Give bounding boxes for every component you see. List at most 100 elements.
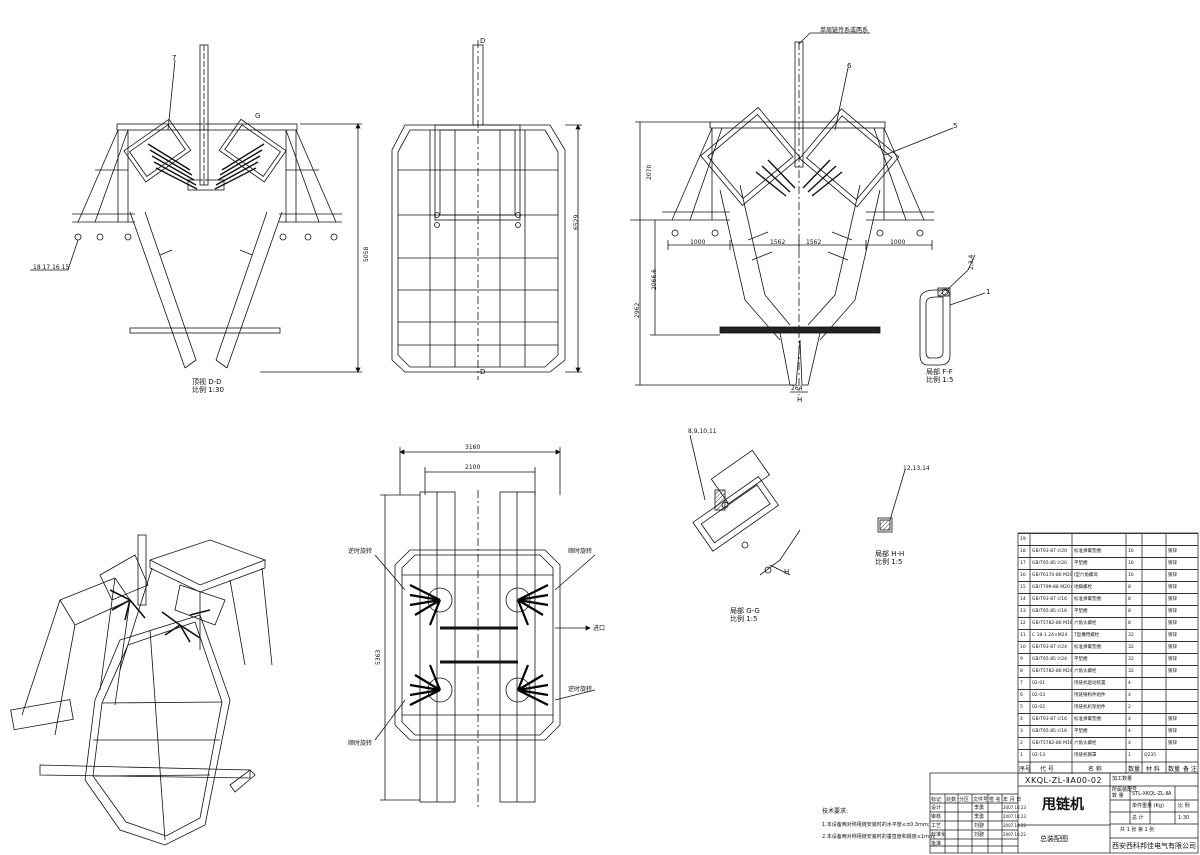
parts-cell-qty: 32 — [1128, 669, 1134, 674]
detail-h-scale: 比例 1:5 — [875, 558, 903, 566]
total-label: 总 计 — [1132, 815, 1144, 821]
parts-cell-note: 镀锌 — [1168, 657, 1177, 662]
parts-cell-qty: 32 — [1128, 645, 1134, 650]
weight-label: 加工数量 — [1112, 776, 1133, 782]
right-dim-total: 2962 — [634, 302, 641, 318]
parts-cell-code: GB/T93-87 ∅16 — [1032, 597, 1067, 602]
parts-cell-note: 镀锌 — [1168, 573, 1177, 578]
parts-cell-code: GB/T5782-86 M24×110 — [1032, 669, 1072, 674]
parts-cell-note: 镀锌 — [1168, 729, 1177, 734]
right-view — [630, 32, 954, 395]
tb-date-cell: 2007.10.22 — [1003, 832, 1026, 837]
parts-cell-qty: 16 — [1128, 573, 1134, 578]
right-dim-upper: 2070 — [646, 164, 653, 180]
parts-cell-note: 镀锌 — [1168, 597, 1177, 602]
tb-role-cell: 审核 — [931, 814, 942, 820]
front-dim-height: 5058 — [363, 246, 370, 262]
parts-cell-name: 甩链机机架组件 — [1074, 705, 1106, 710]
detail-h-label: 局部 H-H — [875, 550, 905, 558]
front-view-scale: 比例 1:30 — [192, 386, 224, 394]
parts-cell-name: 标准弹簧垫圈 — [1074, 549, 1101, 554]
parts-cell-note: 镀锌 — [1168, 621, 1177, 626]
parts-cell-no: 17 — [1020, 561, 1026, 566]
parts-cell-note: 镀锌 — [1168, 561, 1177, 566]
tb-date-cell: 2007.10.23 — [1003, 814, 1026, 819]
tb-role-cell: 批准 — [931, 841, 942, 847]
parts-cell-note: 镀锌 — [1168, 741, 1177, 746]
parts-cell-no: 3 — [1020, 729, 1023, 734]
notes-item-1: 1.本设备两对称甩链安装时的水平度≤±0.3mm; — [822, 822, 930, 828]
parts-cell-qty: 4 — [1128, 741, 1131, 746]
parts-cell-no: 2 — [1020, 741, 1023, 746]
parts-cell-name: 平垫圈 — [1074, 561, 1088, 566]
parts-header-code: 代 号 — [1040, 766, 1054, 773]
parts-cell-code: GB/T95-85 ∅20 — [1032, 561, 1067, 566]
plan-inlet: 进口 — [593, 625, 606, 632]
parts-cell-code: GB/T95-85 ∅16 — [1032, 609, 1067, 614]
parts-row: 8GB/T5782-86 M24×110六角头螺栓32镀锌 — [1018, 665, 1198, 678]
plan-view — [374, 447, 596, 810]
parts-cell-no: 12 — [1020, 621, 1026, 626]
parts-cell-qty: 8 — [1128, 609, 1131, 614]
parts-cell-qty: 16 — [1128, 561, 1134, 566]
parts-cell-no: 14 — [1020, 597, 1026, 602]
right-callout-h: H — [797, 396, 803, 404]
parts-cell-code: GB/T799-88 M20×400 — [1032, 585, 1072, 590]
tb-name-cell: 刘骁 — [974, 832, 985, 838]
parts-cell-code: C 18-1 24×M24 — [1032, 633, 1068, 638]
detail-h — [877, 469, 906, 533]
parts-cell-code: GB/T93-87 ∅16 — [1032, 717, 1067, 722]
parts-header-note-a: 数量 — [1168, 766, 1181, 773]
parts-cell-note: 镀锌 — [1168, 585, 1177, 590]
parts-cell-qty: 4 — [1128, 693, 1131, 698]
parts-header-note-b: 备 注 — [1183, 766, 1197, 773]
parts-cell-qty: 4 — [1128, 717, 1131, 722]
table-frame — [929, 532, 1199, 854]
parts-cell-mat: Q235 — [1144, 753, 1157, 758]
parts-cell-name: 甩链机钢罩 — [1074, 753, 1097, 758]
tb-header-cell: 处数 — [946, 797, 957, 803]
parts-cell-no: 13 — [1020, 609, 1026, 614]
detail-h-callouts: 12,13,14 — [903, 465, 930, 472]
parts-cell-code: GB/T5782-86 M16×35 — [1032, 741, 1072, 746]
parts-cell-no: 10 — [1020, 645, 1026, 650]
parts-cell-name: 地脚螺栓 — [1074, 585, 1092, 590]
parts-cell-name: 平垫圈 — [1074, 729, 1088, 734]
parts-row: 2GB/T5782-86 M16×35六角头螺栓4镀锌 — [1018, 737, 1198, 750]
detail-f — [919, 254, 986, 366]
parts-cell-name: 平垫圈 — [1074, 609, 1088, 614]
callout-5: 5 — [953, 122, 958, 130]
parts-cell-no: 16 — [1020, 573, 1026, 578]
parts-cell-qty: 4 — [1128, 729, 1131, 734]
side-dim-height: 6529 — [573, 214, 580, 230]
unit-weight-label: 单件重量 (Kg) — [1132, 803, 1164, 809]
parts-row: 17 GB/T95-85 ∅20 平垫圈 16 镀锌 — [1018, 557, 1198, 570]
detail-f-scale: 比例 1:5 — [926, 376, 954, 384]
tb-header-cell: 签 名 — [989, 797, 1001, 803]
right-dim-mid: 2066.6 — [651, 269, 658, 290]
parts-row: 19 — [1018, 533, 1198, 546]
parts-cell-code: GB/T93-87 ∅24 — [1032, 645, 1067, 650]
tb-name-cell: 李勇 — [974, 814, 985, 820]
front-view — [30, 44, 362, 373]
callout-6: 6 — [847, 62, 852, 70]
ratio-label: 比 例 — [1178, 803, 1190, 809]
tb-header-cell: 文件号 — [973, 797, 989, 803]
parts-cell-code: 02-13 — [1032, 753, 1046, 758]
plan-dim-height: 5363 — [375, 649, 382, 665]
parts-cell-no: 7 — [1020, 681, 1023, 686]
parts-cell-no: 19 — [1020, 537, 1026, 542]
parts-cell-code: GB/T95-85 ∅24 — [1032, 657, 1067, 662]
parts-cell-no: 6 — [1020, 693, 1023, 698]
machine-name: 甩链机 — [1042, 797, 1084, 813]
parts-cell-name: 标准弹簧垫圈 — [1074, 597, 1101, 602]
